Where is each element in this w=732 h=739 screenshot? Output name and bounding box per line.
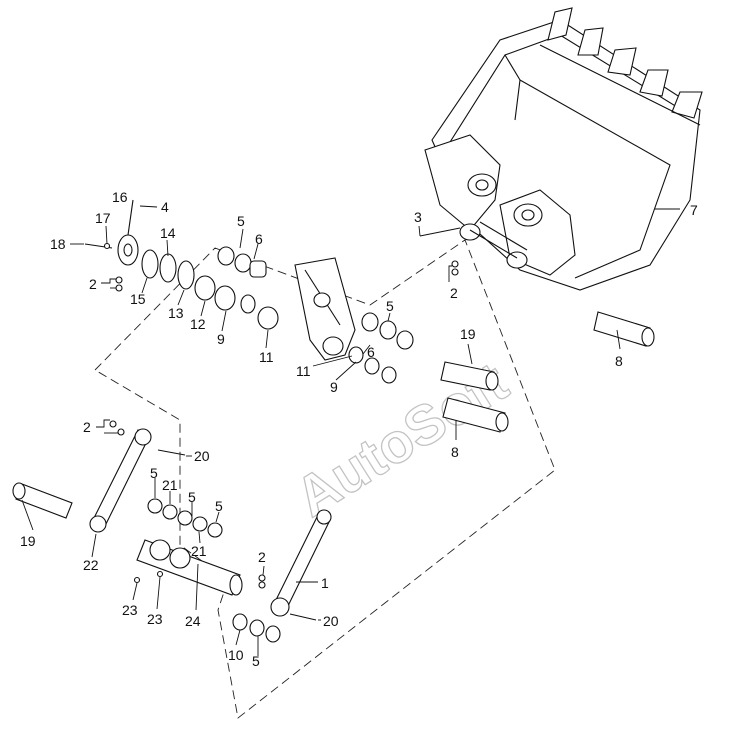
callout-4: 4	[161, 199, 169, 215]
part-15-shim	[141, 249, 159, 279]
callout-8-main: 8	[615, 353, 623, 369]
callout-labels: 16 4 17 14 18 5 6 2 15 13 12 9 11 3 7 2 …	[20, 189, 698, 669]
callout-15: 15	[130, 291, 146, 307]
pin-19-left	[12, 482, 73, 519]
callout-5-row-b: 5	[188, 489, 196, 505]
shaft-24	[136, 539, 243, 596]
callout-23-b: 23	[147, 611, 163, 627]
part-9-ring-b	[240, 294, 256, 314]
callout-2-link: 2	[258, 549, 266, 565]
callout-2-lower: 2	[83, 419, 91, 435]
arm	[294, 257, 356, 361]
callout-20-upper: 20	[194, 448, 210, 464]
callout-1: 1	[321, 575, 329, 591]
bucket	[424, 7, 703, 291]
leader-lines	[21, 205, 680, 656]
callout-17: 17	[95, 210, 111, 226]
part-11-sleeve	[257, 306, 279, 330]
part-6-bushing-upper	[234, 253, 252, 273]
callout-9-mid: 9	[330, 379, 338, 395]
part-12-bushing	[194, 275, 216, 301]
callout-5: 5	[237, 213, 245, 229]
callout-2: 2	[89, 276, 97, 292]
link-1	[270, 509, 332, 617]
callout-19-right: 19	[460, 326, 476, 342]
part-6-sleeve-upper	[249, 260, 267, 278]
part-5-seal-upper	[217, 246, 235, 266]
callout-16: 16	[112, 189, 128, 205]
callout-5-mid: 5	[386, 298, 394, 314]
callout-23-a: 23	[122, 602, 138, 618]
callout-5-bottom: 5	[252, 653, 260, 669]
part-9-ring	[214, 285, 236, 311]
hub-assembly	[84, 199, 139, 266]
callout-21-lower: 21	[191, 543, 207, 559]
callout-9: 9	[217, 331, 225, 347]
callout-7: 7	[690, 202, 698, 218]
callout-2-right: 2	[450, 285, 458, 301]
callout-24: 24	[185, 613, 201, 629]
pin-8-main	[593, 311, 655, 347]
callout-8-lower: 8	[451, 444, 459, 460]
callout-5-row-a: 5	[150, 465, 158, 481]
part-2-bolts-left	[115, 276, 123, 284]
callout-20-lower: 20	[323, 613, 339, 629]
callout-12: 12	[190, 316, 206, 332]
callout-6-mid: 6	[367, 344, 375, 360]
callout-6: 6	[255, 231, 263, 247]
callout-21-row: 21	[162, 477, 178, 493]
link-22	[89, 428, 152, 533]
pin-8-lower	[442, 397, 509, 433]
callout-10: 10	[228, 647, 244, 663]
callout-19-left: 19	[20, 533, 36, 549]
callout-22: 22	[83, 557, 99, 573]
bucket-teeth	[547, 7, 703, 119]
pin-19-right	[440, 361, 499, 391]
callout-11: 11	[259, 349, 274, 365]
callout-5-row-c: 5	[215, 498, 223, 514]
callout-13: 13	[168, 305, 184, 321]
part-13-plate	[177, 260, 195, 290]
callout-18: 18	[50, 236, 66, 252]
callout-11-mid: 11	[296, 363, 311, 379]
callout-3: 3	[414, 209, 422, 225]
callout-14: 14	[160, 225, 176, 241]
part-14-plate	[159, 253, 177, 283]
